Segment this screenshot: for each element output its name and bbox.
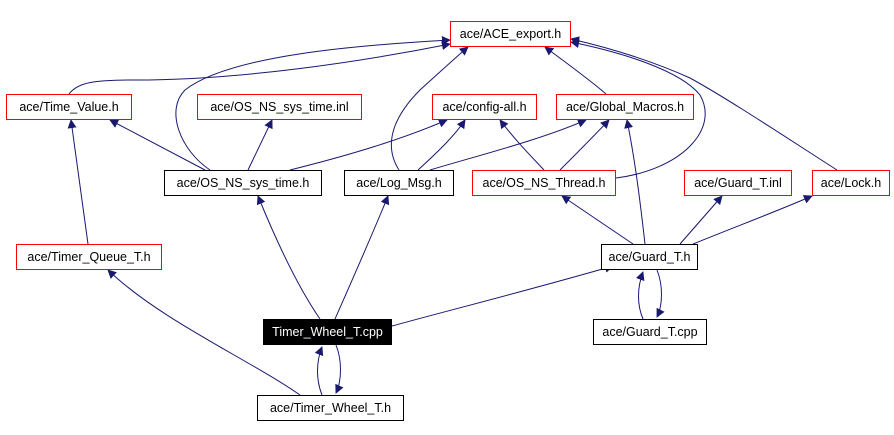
edge-timer-wheel-cpp-to-os-ns-sys-time-h (256, 195, 321, 320)
edge-os-ns-sys-time-h-to-ace-export (175, 35, 451, 171)
edge-os-ns-thread-to-global-macros (559, 119, 610, 171)
edge-lock-to-ace-export (570, 36, 838, 171)
node-config-all-h[interactable]: ace/config-all.h (432, 94, 537, 120)
edge-layer (67, 35, 838, 396)
edge-log-msg-to-config-all (417, 119, 466, 171)
edge-timer-wheel-h-to-timer-queue-t (107, 269, 301, 396)
node-timer-wheel-t-cpp[interactable]: Timer_Wheel_T.cpp (263, 319, 392, 345)
edge-guard-t-h-to-os-ns-thread (561, 195, 634, 245)
edge-guard-t-h-to-lock (692, 195, 813, 245)
node-time-value-h[interactable]: ace/Time_Value.h (6, 94, 132, 120)
edge-os-ns-thread-to-config-all (499, 119, 545, 171)
node-ace-export-h[interactable]: ace/ACE_export.h (450, 21, 571, 47)
edge-timer-wheel-cpp-to-log-msg (334, 195, 390, 320)
edge-guard-t-h-to-guard-t-cpp (656, 269, 665, 318)
node-os-ns-sys-time-inl[interactable]: ace/OS_NS_sys_time.inl (197, 94, 362, 120)
edge-timer-wheel-h-to-timer-wheel-cpp (314, 346, 324, 396)
edge-timer-queue-t-to-time-value (67, 119, 89, 245)
node-guard-t-inl[interactable]: ace/Guard_T.inl (684, 170, 792, 196)
edge-os-ns-thread-to-ace-export (570, 39, 706, 179)
edge-time-value-to-ace-export (68, 41, 451, 95)
edge-os-ns-sys-time-h-to-config-all (289, 119, 448, 171)
edge-guard-t-cpp-to-guard-t-h (635, 271, 645, 320)
edge-timer-wheel-cpp-to-timer-wheel-h (335, 344, 344, 394)
edge-log-msg-to-global-macros (429, 119, 587, 171)
node-lock-h[interactable]: ace/Lock.h (812, 170, 890, 196)
edge-timer-wheel-cpp-to-guard-t-h (391, 263, 614, 327)
edge-global-macros-to-ace-export (544, 46, 607, 95)
node-guard-t-h[interactable]: ace/Guard_T.h (601, 244, 698, 270)
node-timer-queue-t-h[interactable]: ace/Timer_Queue_T.h (16, 244, 162, 270)
edge-os-ns-sys-time-h-to-time-value (109, 119, 206, 171)
edge-guard-t-h-to-global-macros (624, 119, 646, 245)
edge-guard-t-h-to-guard-t-inl (679, 195, 723, 245)
node-timer-wheel-t-h[interactable]: ace/Timer_Wheel_T.h (257, 395, 404, 421)
edge-log-msg-to-ace-export (390, 46, 469, 171)
node-os-ns-thread-h[interactable]: ace/OS_NS_Thread.h (472, 170, 616, 196)
node-os-ns-sys-time-h[interactable]: ace/OS_NS_sys_time.h (164, 170, 322, 196)
node-log-msg-h[interactable]: ace/Log_Msg.h (344, 170, 454, 196)
node-guard-t-cpp[interactable]: ace/Guard_T.cpp (593, 319, 707, 345)
edge-os-ns-sys-time-h-to-os-ns-sys-time-inl (247, 119, 273, 171)
node-global-macros-h[interactable]: ace/Global_Macros.h (556, 94, 694, 120)
